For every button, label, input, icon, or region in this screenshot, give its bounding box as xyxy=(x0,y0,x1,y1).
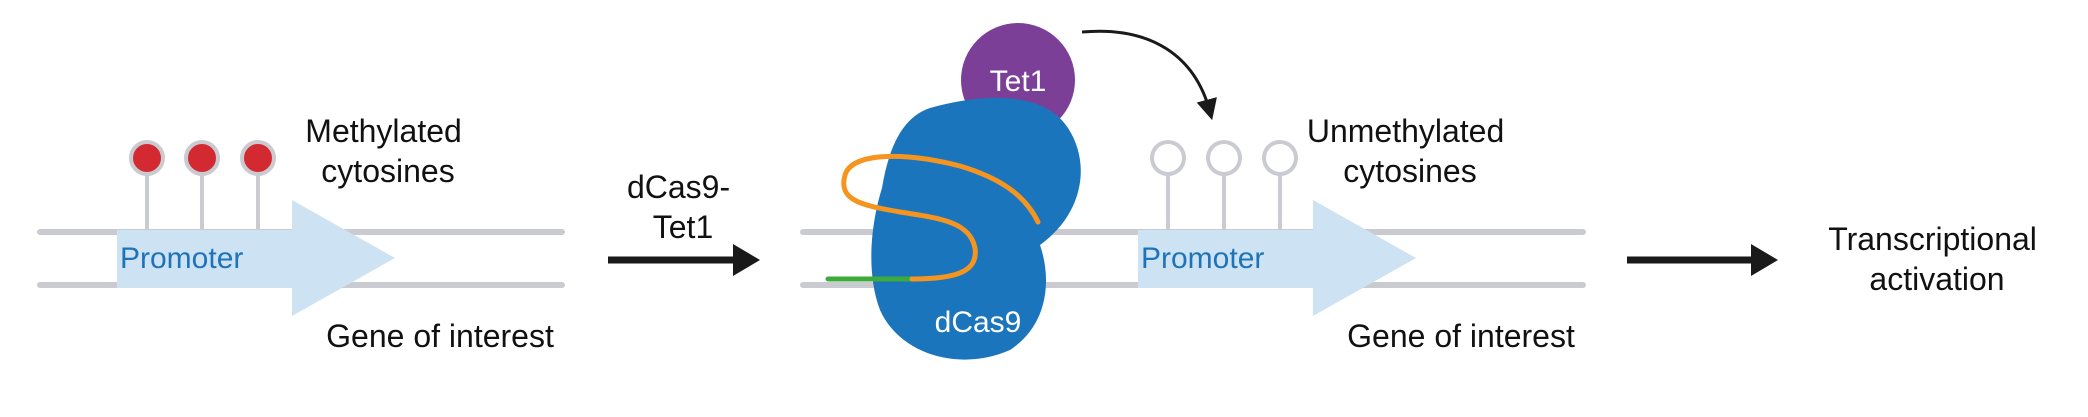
unmethylated-site-icon xyxy=(1206,140,1242,176)
treatment-label: dCas9- Tet1 xyxy=(627,169,739,245)
treatment-label-line-1: dCas9- xyxy=(627,169,730,205)
demethylation-curve-arrow-icon xyxy=(1081,29,1217,121)
guide-rna-icon xyxy=(841,153,1041,282)
panel-demethylated: Promoter Tet1 dCas9 Unmethylated cytosin… xyxy=(800,23,1586,360)
tet1-label: Tet1 xyxy=(990,65,1047,98)
outcome-step: Transcriptional activation xyxy=(1627,221,2046,297)
outcome-label-line-1: Transcriptional xyxy=(1828,221,2037,257)
methylated-cytosines-label: Methylated cytosines xyxy=(305,113,470,189)
methylated-cytosine-marks xyxy=(129,140,276,230)
methyl-group-icon xyxy=(184,140,220,176)
treatment-step: dCas9- Tet1 xyxy=(608,169,760,276)
gene-of-interest-label: Gene of interest xyxy=(326,318,554,354)
treatment-label-line-2: Tet1 xyxy=(653,209,713,245)
outcome-arrow-head-icon xyxy=(1751,244,1778,276)
treatment-arrow-head-icon xyxy=(733,244,760,276)
dcas9-label: dCas9 xyxy=(935,306,1022,339)
panel-methylated: Promoter Methylated cytosines Gene of in… xyxy=(37,113,565,354)
dcas9-protein-icon xyxy=(871,97,1081,360)
unmethylated-cytosines-label: Unmethylated cytosines xyxy=(1307,113,1513,189)
methyl-group-icon xyxy=(240,140,276,176)
methylated-label-line-2: cytosines xyxy=(321,153,454,189)
unmethylated-cytosine-marks xyxy=(1150,140,1298,230)
unmethylated-site-icon xyxy=(1262,140,1298,176)
promoter-label: Promoter xyxy=(1141,242,1264,275)
unmethylated-site-icon xyxy=(1150,140,1186,176)
promoter-arrow xyxy=(117,200,395,316)
outcome-label-line-2: activation xyxy=(1869,261,2004,297)
unmethylated-label-line-1: Unmethylated xyxy=(1307,113,1504,149)
methylated-label-line-1: Methylated xyxy=(305,113,462,149)
promoter-arrow xyxy=(1138,200,1416,316)
transcriptional-activation-label: Transcriptional activation xyxy=(1828,221,2046,297)
promoter-label: Promoter xyxy=(120,242,243,275)
methyl-group-icon xyxy=(129,140,165,176)
gene-of-interest-label: Gene of interest xyxy=(1347,318,1575,354)
unmethylated-label-line-2: cytosines xyxy=(1343,153,1476,189)
